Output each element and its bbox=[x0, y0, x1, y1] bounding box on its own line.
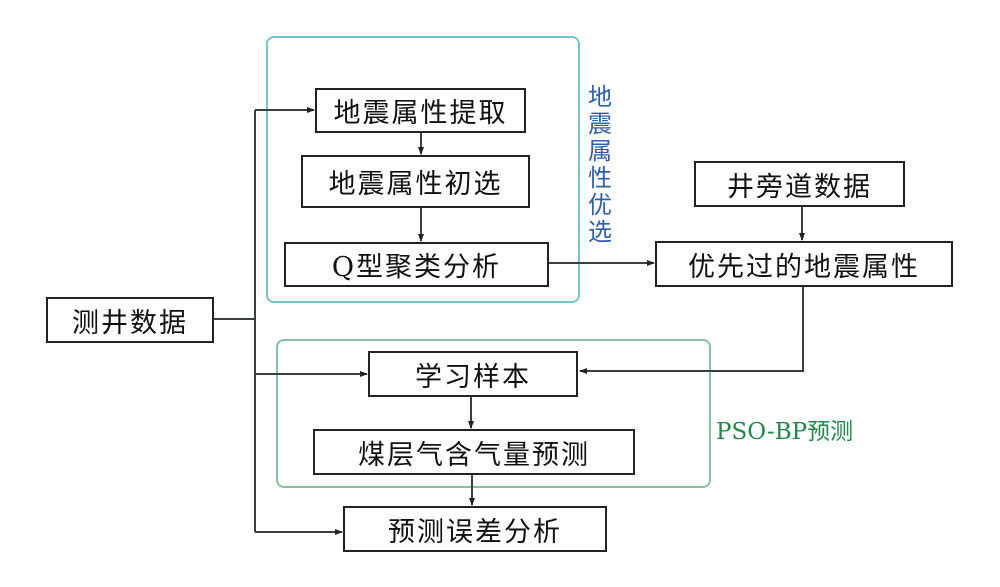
node-optimized-attrs: 优先过的地震属性 bbox=[655, 241, 953, 287]
label-char: 选 bbox=[588, 218, 612, 246]
seismic-optimization-label: 地 震 属 性 优 选 bbox=[585, 84, 615, 246]
node-pred-error: 预测误差分析 bbox=[343, 506, 607, 552]
edge-optimized-to-learning bbox=[579, 287, 804, 374]
label-char: 性 bbox=[588, 164, 612, 192]
pso-bp-group bbox=[276, 339, 711, 488]
node-learning-samples: 学习样本 bbox=[368, 351, 578, 397]
node-q-cluster: Q型聚类分析 bbox=[284, 242, 549, 287]
node-label: 煤层气含气量预测 bbox=[358, 439, 590, 471]
node-label: 测井数据 bbox=[72, 307, 188, 339]
node-label: 学习样本 bbox=[415, 361, 531, 393]
label-char: 优 bbox=[588, 191, 612, 219]
node-label: Q型聚类分析 bbox=[331, 252, 502, 283]
node-label: 地震属性初选 bbox=[328, 169, 503, 200]
label-char: 震 bbox=[588, 110, 612, 138]
node-seismic-attr-extract: 地震属性提取 bbox=[315, 88, 526, 133]
pso-bp-label: PSO-BP预测 bbox=[716, 419, 854, 445]
node-label: 预测误差分析 bbox=[388, 516, 562, 548]
seismic-optimization-group bbox=[266, 36, 580, 303]
label-char: 地 bbox=[588, 83, 612, 111]
node-gas-content-pred: 煤层气含气量预测 bbox=[313, 429, 635, 475]
node-well-side-trace: 井旁道数据 bbox=[694, 161, 905, 207]
node-label: 优先过的地震属性 bbox=[688, 251, 920, 283]
node-seismic-attr-prelim: 地震属性初选 bbox=[301, 155, 530, 208]
label-char: 属 bbox=[588, 137, 612, 165]
node-label: 井旁道数据 bbox=[727, 171, 872, 203]
node-well-log-data: 测井数据 bbox=[46, 297, 214, 343]
node-label: 地震属性提取 bbox=[333, 98, 508, 129]
